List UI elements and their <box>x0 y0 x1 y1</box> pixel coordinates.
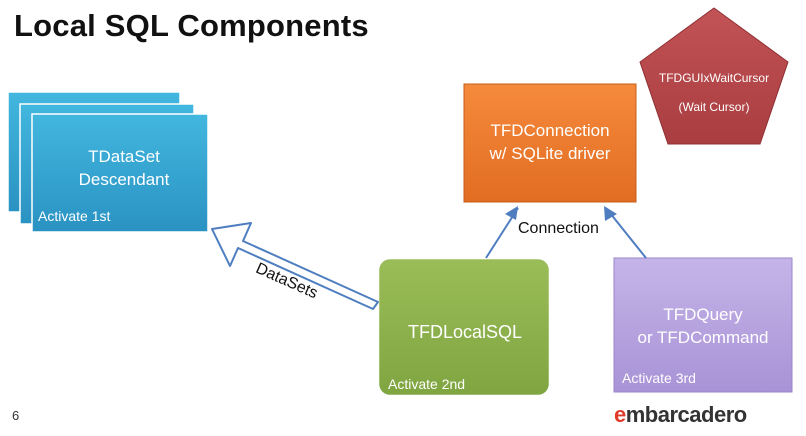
connection-arrows <box>485 206 647 259</box>
tfdlocalsql-activate-label: Activate 2nd <box>388 376 466 392</box>
tdataset-activate-label: Activate 1st <box>38 208 111 224</box>
tfdconnection-box <box>463 83 637 203</box>
logo-accent: e <box>614 402 626 427</box>
tfdquery-line1: TFDQuery <box>663 305 743 324</box>
tdataset-label: TDataSet Descendant <box>40 146 208 192</box>
tfdlocalsql-label: TFDLocalSQL <box>407 322 523 342</box>
tfdquery-box <box>613 257 793 393</box>
arrowhead-icon <box>604 206 617 221</box>
tfdconnection-line1: TFDConnection <box>490 121 610 140</box>
waitcursor-line1: TFDGUIxWaitCursor <box>658 71 770 85</box>
tfdlocalsql-box <box>376 256 552 398</box>
page-number: 6 <box>12 408 20 423</box>
tdataset-card-front <box>31 113 209 233</box>
waitcursor-line2: (Wait Cursor) <box>678 99 750 114</box>
tfdquery-label: TFDQuery or TFDCommand <box>614 304 792 350</box>
page-title: Local SQL Components <box>14 8 369 43</box>
logo-rest: mbarcadero <box>625 402 747 427</box>
arrowhead-icon <box>505 206 518 220</box>
embarcadero-logo: embarcadero <box>614 402 747 428</box>
waitcursor-label: TFDGUIxWaitCursor (Wait Cursor) <box>640 64 788 122</box>
connection-edge-label: Connection <box>518 220 599 237</box>
tfdquery-line2: or TFDCommand <box>637 327 769 347</box>
datasets-block-arrow <box>211 222 379 310</box>
tdataset-line2: Descendant <box>78 169 170 189</box>
waitcursor-pentagon <box>639 7 789 145</box>
tfdconnection-label: TFDConnection w/ SQLite driver <box>464 120 636 166</box>
tfdquery-activate-label: Activate 3rd <box>622 370 696 386</box>
tdataset-stack <box>7 91 209 233</box>
tfdconnection-line2: w/ SQLite driver <box>489 143 611 163</box>
tdataset-line1: TDataSet <box>88 147 160 166</box>
